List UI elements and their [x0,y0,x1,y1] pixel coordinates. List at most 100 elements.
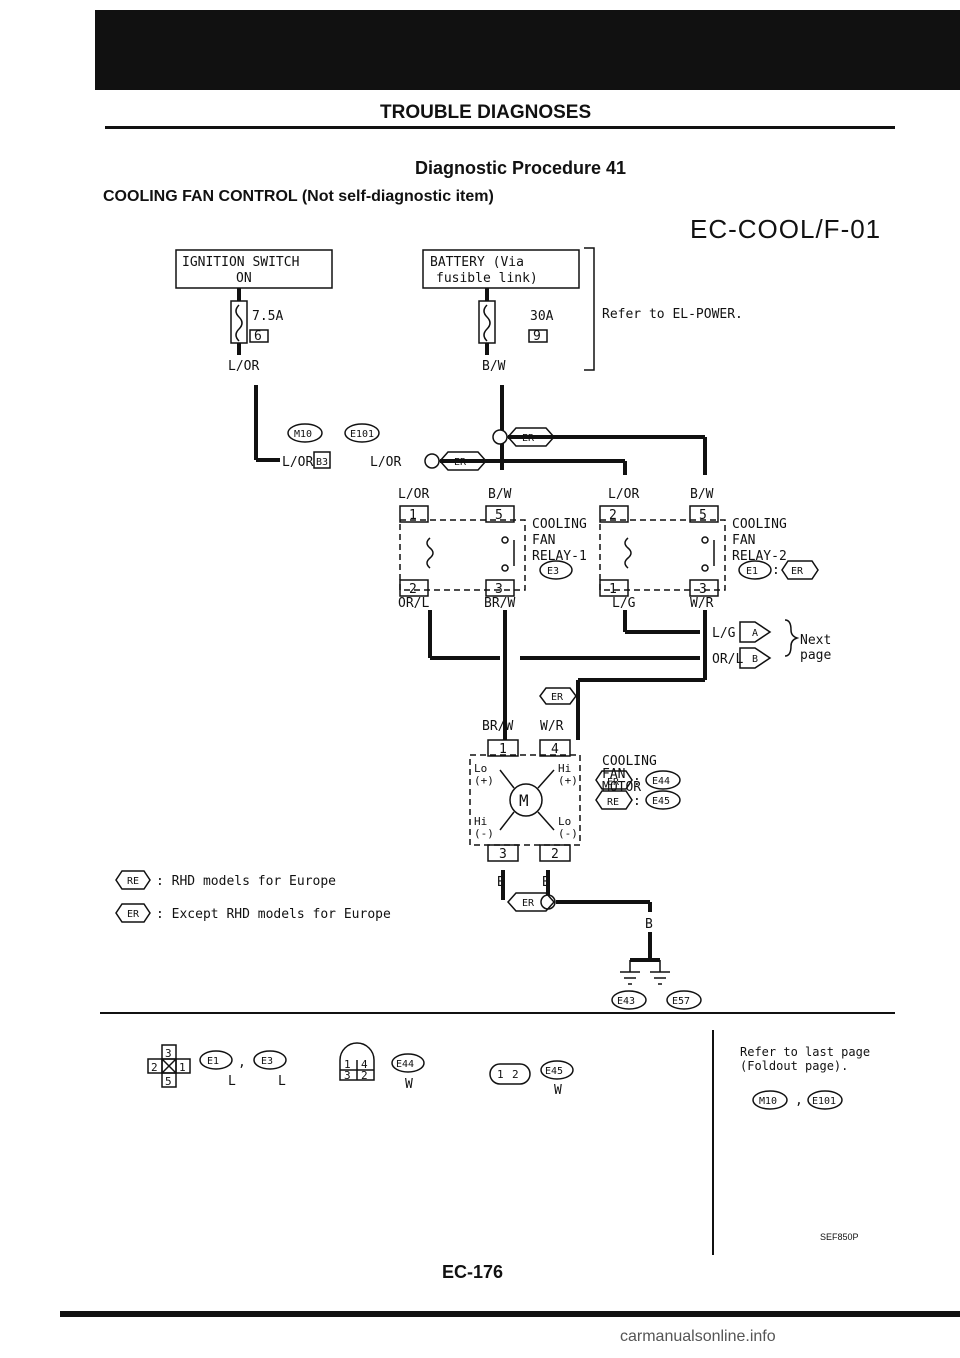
motor-conn-er: ER [551,692,564,703]
bc1-name-e1: E1 [207,1056,219,1067]
bc2-pin-3: 3 [344,1069,351,1082]
motor-map1-colon: : [633,774,641,789]
battery-label-2: fusible link) [436,271,538,286]
relay2-name-2: FAN [732,533,755,548]
relay2-wire-bot-right: W/R [690,596,714,611]
bc3-col: W [554,1083,562,1098]
motor-map2-key: RE [607,797,619,808]
relay2-wire-bot-left: L/G [612,596,636,611]
bc3-pin-1: 1 [497,1068,504,1081]
battery-fuse-num: 9 [533,329,541,344]
motor-name-2: FAN [602,767,625,782]
next-term-b: B [752,654,758,665]
bc1-col-1: L [228,1074,236,1089]
relay2-pin-5: 5 [699,508,707,523]
motor-pin-1: 1 [499,742,507,757]
refer-comma: , [795,1093,803,1108]
motor-ground-wire-1: B [497,875,505,890]
watermark: carmanualsonline.info [620,1328,776,1345]
next-wire-lg: L/G [712,626,736,641]
battery-fuse: 30A [530,309,554,324]
tag-er-2: ER [522,433,535,444]
bc1-pin-1: 1 [179,1061,186,1074]
relay1-wire-top-left: L/OR [398,487,429,502]
relay1-name-1: COOLING [532,517,587,532]
diagram-code: EC-COOL/F-01 [690,214,882,244]
motor-lo-pos: Lo [474,762,487,775]
motor-map1-val: E44 [652,776,670,787]
relay1-pin-1: 1 [409,508,417,523]
wire-lor-2: L/OR [370,455,401,470]
relay2-name-3: RELAY-2 [732,549,787,564]
motor-map2-colon: : [633,794,641,809]
relay2-conn: E1 [746,566,758,577]
motor-hi-pos-sign: (+) [558,774,578,787]
relay1-wire-bot-left: OR/L [398,596,429,611]
ignition-label-1: IGNITION SWITCH [182,255,299,270]
conn-b3: B3 [316,457,328,468]
bc2-col: W [405,1077,413,1092]
motor-pin-2: 2 [551,847,559,862]
next-wire-orl: OR/L [712,652,743,667]
vertical-divider [712,1030,714,1255]
refer-last-page-2: (Foldout page). [740,1059,848,1073]
legend-text-er: : Except RHD models for Europe [156,907,391,922]
refer-el-power: Refer to EL-POWER. [602,307,743,322]
bc2-pin-4: 4 [361,1058,368,1071]
relay2-name-1: COOLING [732,517,787,532]
relay1-wire-top-right: B/W [488,487,512,502]
relay2-pin-3: 3 [699,582,707,597]
ground-e43: E43 [617,996,635,1007]
motor-hi-neg: Hi [474,815,487,828]
relay2-colon: : [772,563,780,578]
refer-e101: E101 [812,1096,836,1107]
page-number: EC-176 [442,1262,504,1282]
relay2-pin-2: 2 [609,508,617,523]
motor-map1-key: ER [607,777,620,788]
bc1-col-2: L [278,1074,286,1089]
content-separator [100,1012,895,1014]
next-term-a: A [752,628,758,639]
relay1-pin-3: 3 [495,582,503,597]
next-page-label: page [800,648,831,663]
motor-lo-pos-sign: (+) [474,774,494,787]
battery-box [422,249,580,289]
relay1-name-2: FAN [532,533,555,548]
motor-map2-val: E45 [652,796,670,807]
battery-wire: B/W [482,359,506,374]
ignition-fuse: 7.5A [252,309,283,324]
relay1-pin-5: 5 [495,508,503,523]
header-rule [105,126,895,129]
ground-wire-b: B [645,917,653,932]
bc2-name: E44 [396,1059,414,1070]
battery-label-1: BATTERY (Via [430,255,524,270]
conn-e101: E101 [350,429,374,440]
next-label: Next [800,633,831,648]
relay2-conn-er: ER [791,566,804,577]
motor-wire-right: W/R [540,719,564,734]
motor-pin-4: 4 [551,742,559,757]
motor-symbol: M [519,791,529,810]
ground-e57: E57 [672,996,690,1007]
relay2-pin-1: 1 [609,582,617,597]
wire-lor-1: L/OR [282,455,313,470]
legend-tag-re: RE [127,876,139,887]
relay2-wire-top-right: B/W [690,487,714,502]
section-title: Diagnostic Procedure 41 [415,158,627,178]
conn-m10: M10 [294,429,312,440]
ignition-wire: L/OR [228,359,259,374]
ignition-fuse-num: 6 [254,329,262,344]
bc1-pin-3: 3 [165,1047,172,1060]
tag-er-1: ER [454,457,467,468]
top-black-bar [95,10,960,90]
bc2-pin-2: 2 [361,1069,368,1082]
relay1-name-3: RELAY-1 [532,549,587,564]
relay1-pin-2: 2 [409,582,417,597]
ground-er-tag: ER [522,898,535,909]
motor-ground-wire-2: B [542,875,550,890]
bottom-black-bar [60,1311,960,1317]
bc3-name: E45 [545,1066,563,1077]
page-header: TROUBLE DIAGNOSES [380,102,592,123]
section-subtitle: COOLING FAN CONTROL (Not self-diagnostic… [103,188,494,205]
